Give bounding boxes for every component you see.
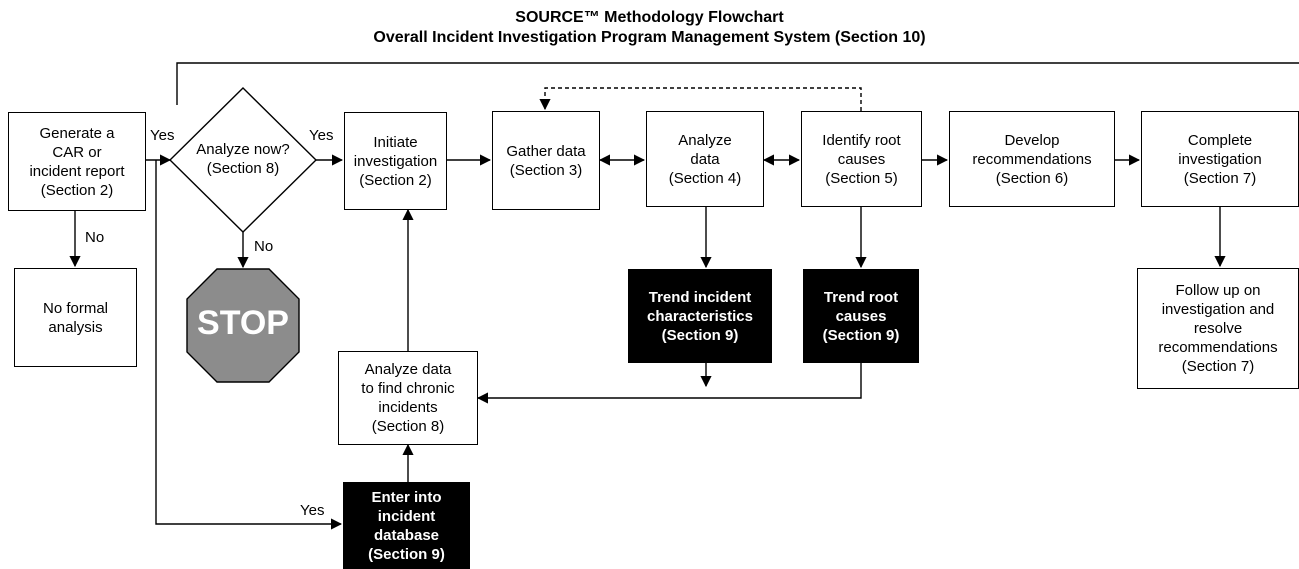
yes-label-database: Yes	[300, 502, 325, 519]
analyze-data-box: Analyze data (Section 4)	[646, 111, 764, 207]
yes-label-report: Yes	[150, 127, 175, 144]
analyze-now-label: Analyze now? (Section 8)	[196, 141, 290, 177]
analyze-chronic-incidents-box: Analyze data to find chronic incidents (…	[338, 351, 478, 445]
program-bracket-line	[176, 62, 1299, 105]
arrow-trends-to-chronic	[476, 363, 862, 404]
enter-incident-database-box: Enter into incident database (Section 9)	[343, 482, 470, 569]
trend-root-causes-box: Trend root causes (Section 9)	[803, 269, 919, 363]
no-label-analyze: No	[254, 238, 274, 255]
flowchart-subtitle: Overall Incident Investigation Program M…	[373, 29, 926, 46]
no-label-report: No	[85, 229, 105, 246]
stop-sign-shape	[186, 268, 300, 383]
initiate-investigation-box: Initiate investigation (Section 2)	[344, 112, 447, 210]
flowchart-title: SOURCE™ Methodology Flowchart	[515, 9, 784, 26]
dashed-feedback-loop	[539, 87, 862, 111]
trend-incident-characteristics-box: Trend incident characteristics (Section …	[628, 269, 772, 363]
decision-diamond	[169, 87, 317, 233]
yes-label-analyze: Yes	[309, 127, 334, 144]
follow-up-box: Follow up on investigation and resolve r…	[1137, 268, 1299, 389]
identify-root-causes-box: Identify root causes (Section 5)	[801, 111, 922, 207]
gather-data-box: Gather data (Section 3)	[492, 111, 600, 210]
complete-investigation-box: Complete investigation (Section 7)	[1141, 111, 1299, 207]
generate-report-box: Generate a CAR or incident report (Secti…	[8, 112, 146, 211]
develop-recommendations-box: Develop recommendations (Section 6)	[949, 111, 1115, 207]
arrow-yes-to-database	[155, 160, 343, 530]
stop-label: STOP	[197, 304, 289, 342]
no-formal-analysis-box: No formal analysis	[14, 268, 137, 367]
